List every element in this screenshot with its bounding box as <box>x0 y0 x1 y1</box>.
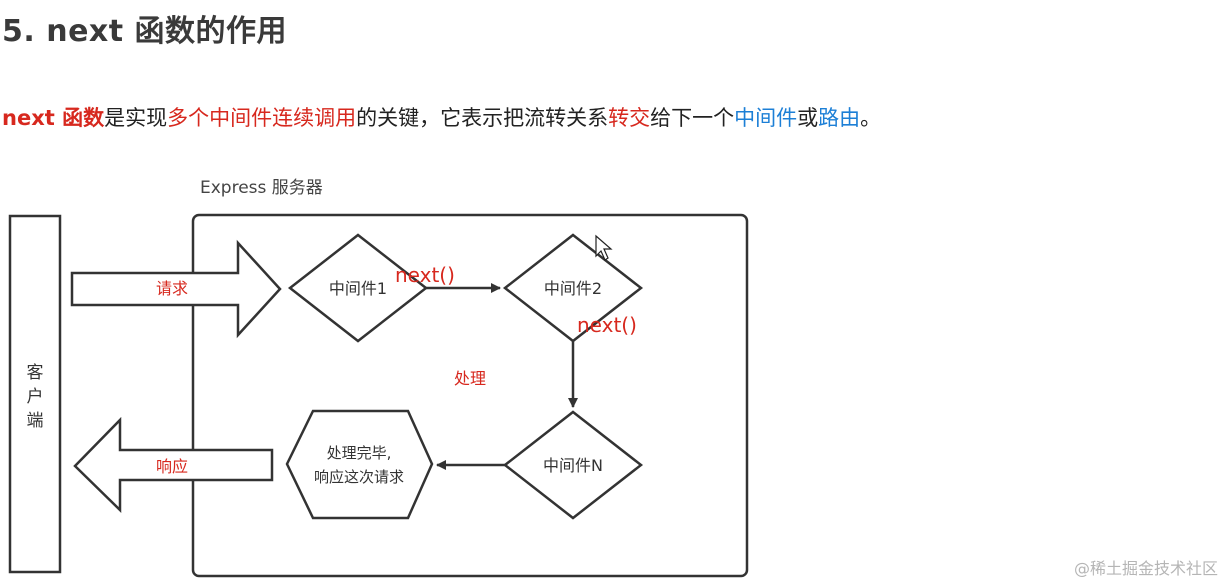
middleware-n-node <box>502 410 644 520</box>
desc-route-link: 路由 <box>818 106 861 130</box>
client-label-1: 客 <box>27 363 44 383</box>
description-text: next 函数是实现多个中间件连续调用的关键，它表示把流转关系转交给下一个中间件… <box>2 102 881 132</box>
server-label: Express 服务器 <box>200 178 323 198</box>
middleware-2-label: 中间件2 <box>544 279 602 298</box>
response-arrow <box>73 416 274 513</box>
response-label: 响应 <box>156 457 188 476</box>
processing-label: 处理 <box>454 369 486 388</box>
server-box <box>191 213 749 578</box>
next-call-label-2: next() <box>577 313 637 337</box>
desc-part: 的关键，它表示把流转关系 <box>356 106 609 130</box>
desc-highlight: 多个中间件连续调用 <box>167 106 357 130</box>
request-label: 请求 <box>156 279 188 298</box>
next-call-label-1: next() <box>395 263 455 287</box>
middleware-1-label: 中间件1 <box>329 279 387 298</box>
desc-part: 是实现 <box>104 106 168 130</box>
desc-part: 给下一个 <box>650 106 735 130</box>
done-label-line1: 处理完毕, <box>327 444 392 462</box>
request-arrow <box>70 239 282 339</box>
desc-next-function: next 函数 <box>2 106 105 130</box>
page-title: 5. next 函数的作用 <box>2 14 288 49</box>
client-label-3: 端 <box>27 411 44 431</box>
middleware-n-label: 中间件N <box>543 456 603 475</box>
desc-part: 或 <box>797 106 819 130</box>
desc-middleware-link: 中间件 <box>734 106 798 130</box>
desc-highlight: 转交 <box>608 106 651 130</box>
desc-part: 。 <box>860 106 882 130</box>
client-box <box>8 214 62 574</box>
done-label-line2: 响应这次请求 <box>314 468 404 486</box>
watermark: @稀土掘金技术社区 <box>1073 559 1218 578</box>
response-done-node <box>285 409 434 520</box>
client-label-2: 户 <box>27 387 44 407</box>
mouse-cursor-icon <box>595 234 613 261</box>
middleware-1-node <box>287 233 429 343</box>
